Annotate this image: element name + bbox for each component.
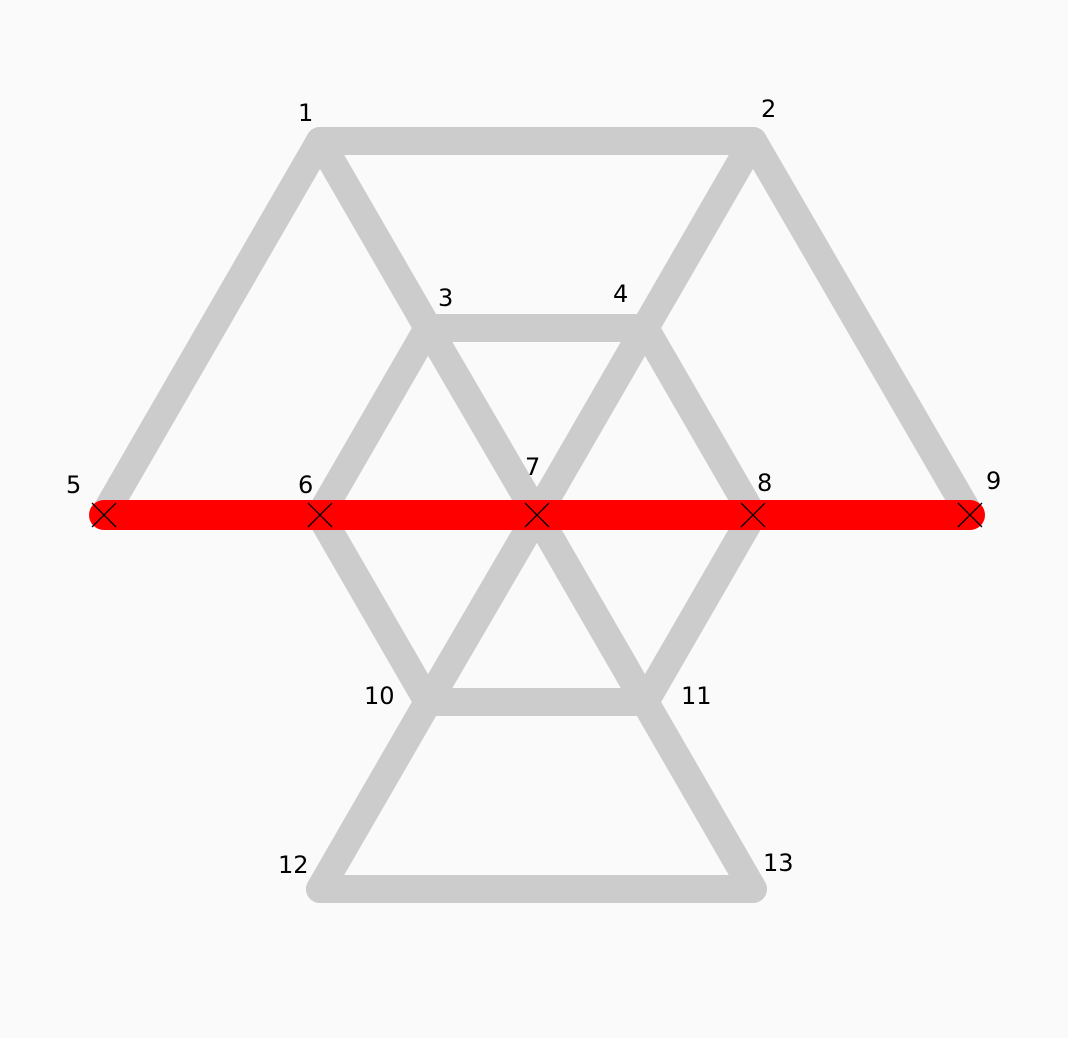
node-label-6: 6 (298, 471, 313, 499)
edge-2-4 (631, 127, 767, 342)
edge-3-7 (414, 314, 551, 529)
node-marker-8 (740, 502, 766, 528)
edges-layer (90, 127, 984, 903)
edge-3-6 (306, 314, 442, 529)
node-marker-6 (307, 502, 333, 528)
edge-10-12 (306, 688, 442, 903)
edge-8-11 (631, 501, 767, 716)
edge-4-8 (631, 314, 767, 529)
node-label-12: 12 (278, 851, 309, 879)
edge-2-9 (739, 127, 984, 529)
edge-11-13 (631, 688, 767, 903)
node-label-11: 11 (681, 682, 712, 710)
node-label-13: 13 (763, 849, 794, 877)
node-markers-layer (91, 502, 983, 528)
node-marker-9 (957, 502, 983, 528)
node-label-7: 7 (525, 453, 540, 481)
edge-1-3 (306, 127, 442, 342)
node-label-10: 10 (364, 682, 395, 710)
node-marker-5 (91, 502, 117, 528)
node-label-8: 8 (757, 469, 772, 497)
edge-7-11 (523, 501, 659, 716)
edge-7-10 (414, 501, 551, 716)
edge-1-5 (90, 127, 334, 529)
node-label-1: 1 (298, 99, 313, 127)
edge-6-10 (306, 501, 442, 716)
node-marker-7 (524, 502, 550, 528)
node-label-9: 9 (986, 467, 1001, 495)
node-label-3: 3 (438, 284, 453, 312)
edge-4-7 (523, 314, 659, 529)
node-label-5: 5 (66, 471, 81, 499)
node-label-2: 2 (761, 95, 776, 123)
node-label-4: 4 (613, 280, 628, 308)
